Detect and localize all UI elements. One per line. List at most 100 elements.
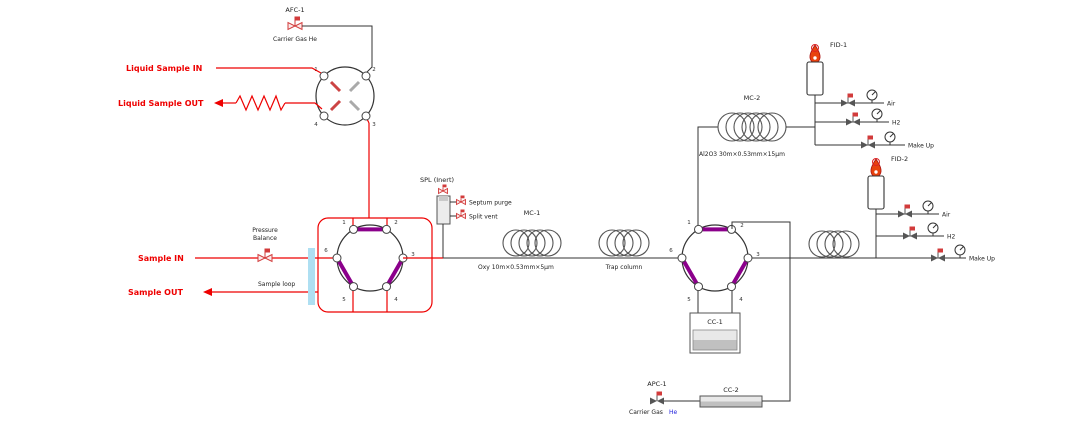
cc1-fill-outline (692, 329, 738, 351)
gauge-icon (871, 108, 883, 123)
fid2-air-label: Air (942, 212, 951, 219)
port-number: 4 (314, 122, 318, 128)
rotor-slot (348, 80, 361, 93)
right-valve-port-numbers: 1 2 3 4 5 6 (669, 220, 760, 303)
trap-column: Trap column (598, 229, 650, 271)
mc1-spec-label: Oxy 10m×0.53mm×5µm (478, 264, 554, 271)
carrier-gas-bottom-label: Carrier Gas (629, 409, 663, 416)
fid2-h2-label: H2 (947, 234, 956, 241)
apc1-regulator-icon (649, 391, 665, 405)
cc1-fill (693, 340, 737, 350)
sample-loop-path (317, 217, 433, 313)
cc2-label: CC-2 (723, 386, 739, 394)
liquid-sample-in-line (216, 67, 322, 74)
sample-out-label: Sample OUT (128, 288, 183, 297)
gauge-icon (927, 222, 939, 237)
mc2-spec-label: Al2O3 30m×0.53mm×15µm (699, 151, 785, 158)
carrier-gas-top-label: Carrier Gas He (273, 36, 317, 43)
apc1-cc2-supply: APC-1 Carrier Gas He CC-2 (629, 221, 791, 416)
sample-loop-bar (308, 248, 315, 305)
fid1-air-label: Air (887, 101, 896, 108)
port-number: 5 (687, 297, 691, 303)
rotor-slot (329, 80, 342, 93)
afc1-label: AFC-1 (285, 6, 304, 14)
port-number: 2 (372, 67, 376, 73)
gauge-icon (866, 89, 878, 104)
right-valve-stubs (697, 126, 733, 313)
regulator-icon (902, 226, 918, 240)
liquid-sample-lines: Liquid Sample IN Liquid Sample OUT (118, 64, 323, 112)
fid2-detector: FID-2 Air H2 Make Up (867, 155, 995, 263)
helium-label: He (669, 409, 678, 416)
balance-label: Balance (253, 235, 277, 242)
fid1-detector: FID-1 Air H2 Make Up (806, 41, 934, 150)
port-number: 2 (740, 223, 744, 229)
mc1-label: MC-1 (524, 209, 541, 217)
split-vent-valve-icon (456, 209, 466, 219)
spl-label: SPL (Inert) (420, 176, 454, 184)
cc2-to-valve-line (731, 221, 791, 402)
arrow-left-icon (214, 99, 223, 107)
fid1-makeup-label: Make Up (908, 143, 934, 150)
liquid-sampling-valve: 1 2 3 4 (314, 66, 376, 218)
cc1-fill (693, 330, 737, 340)
right-six-port-valve (676, 223, 754, 293)
liquid-sample-out-line (285, 102, 323, 110)
fid1-flame-icon (806, 43, 824, 96)
sample-loop-label: Sample loop (258, 281, 295, 288)
cc1-column: CC-1 (689, 312, 741, 354)
port-number: 6 (669, 248, 673, 254)
fid2-flame-icon (867, 157, 885, 210)
sample-in-label: Sample IN (138, 254, 184, 263)
restrictor-coil-icon (235, 94, 286, 112)
gauge-icon (922, 200, 934, 215)
regulator-icon (897, 204, 913, 218)
liquid-sample-in-label: Liquid Sample IN (126, 64, 202, 73)
regulator-icon (860, 135, 876, 149)
trap-column-label: Trap column (605, 264, 643, 271)
port-number: 2 (394, 220, 398, 226)
fid1-label: FID-1 (830, 41, 847, 49)
arrow-left-icon (203, 288, 212, 296)
port-number: 3 (756, 252, 760, 258)
regulator-icon (845, 112, 861, 126)
valve-port (319, 111, 329, 121)
apc1-label: APC-1 (647, 380, 666, 388)
mc2-label: MC-2 (744, 94, 761, 102)
pressure-balance: Pressure Balance Sample IN Sample OUT Sa… (128, 227, 295, 297)
port-number: 1 (342, 220, 346, 226)
cc1-label: CC-1 (707, 318, 723, 326)
port-number: 5 (342, 297, 346, 303)
port-number: 3 (372, 122, 376, 128)
septum-purge-label: Septum purge (469, 200, 512, 207)
port-number: 1 (687, 220, 691, 226)
valve-port (319, 71, 329, 81)
left-six-port-valve (331, 223, 409, 293)
regulator-icon (840, 93, 856, 107)
valve-body (315, 66, 375, 126)
pressure-label: Pressure (252, 227, 278, 234)
rotor-slot (348, 99, 361, 112)
rotor-slot (329, 99, 342, 112)
carrier-line-top (302, 25, 373, 73)
port-number: 6 (324, 248, 328, 254)
outlet-coil (808, 230, 860, 258)
cc2-fill (700, 396, 762, 402)
valve-port (361, 71, 371, 81)
split-vent-label: Split vent (469, 214, 498, 221)
afc1-regulator-icon (287, 16, 303, 30)
mc1-column: MC-1 Oxy 10m×0.53mm×5µm (478, 209, 562, 271)
spl-injector: SPL (Inert) Septum purge Split vent (420, 176, 512, 258)
pressure-balance-icon (257, 248, 273, 262)
valve-port (361, 111, 371, 121)
septum-purge-valve-icon (456, 195, 466, 205)
gauge-icon (884, 131, 896, 146)
port-number: 4 (394, 297, 398, 303)
cc2-fill (700, 401, 762, 407)
mc2-column: MC-2 Al2O3 30m×0.53mm×15µm (699, 94, 815, 158)
fid2-makeup-label: Make Up (969, 256, 995, 263)
fid2-label: FID-2 (891, 155, 908, 163)
liquid-sample-out-label: Liquid Sample OUT (118, 99, 204, 108)
spl-cap (439, 196, 448, 201)
